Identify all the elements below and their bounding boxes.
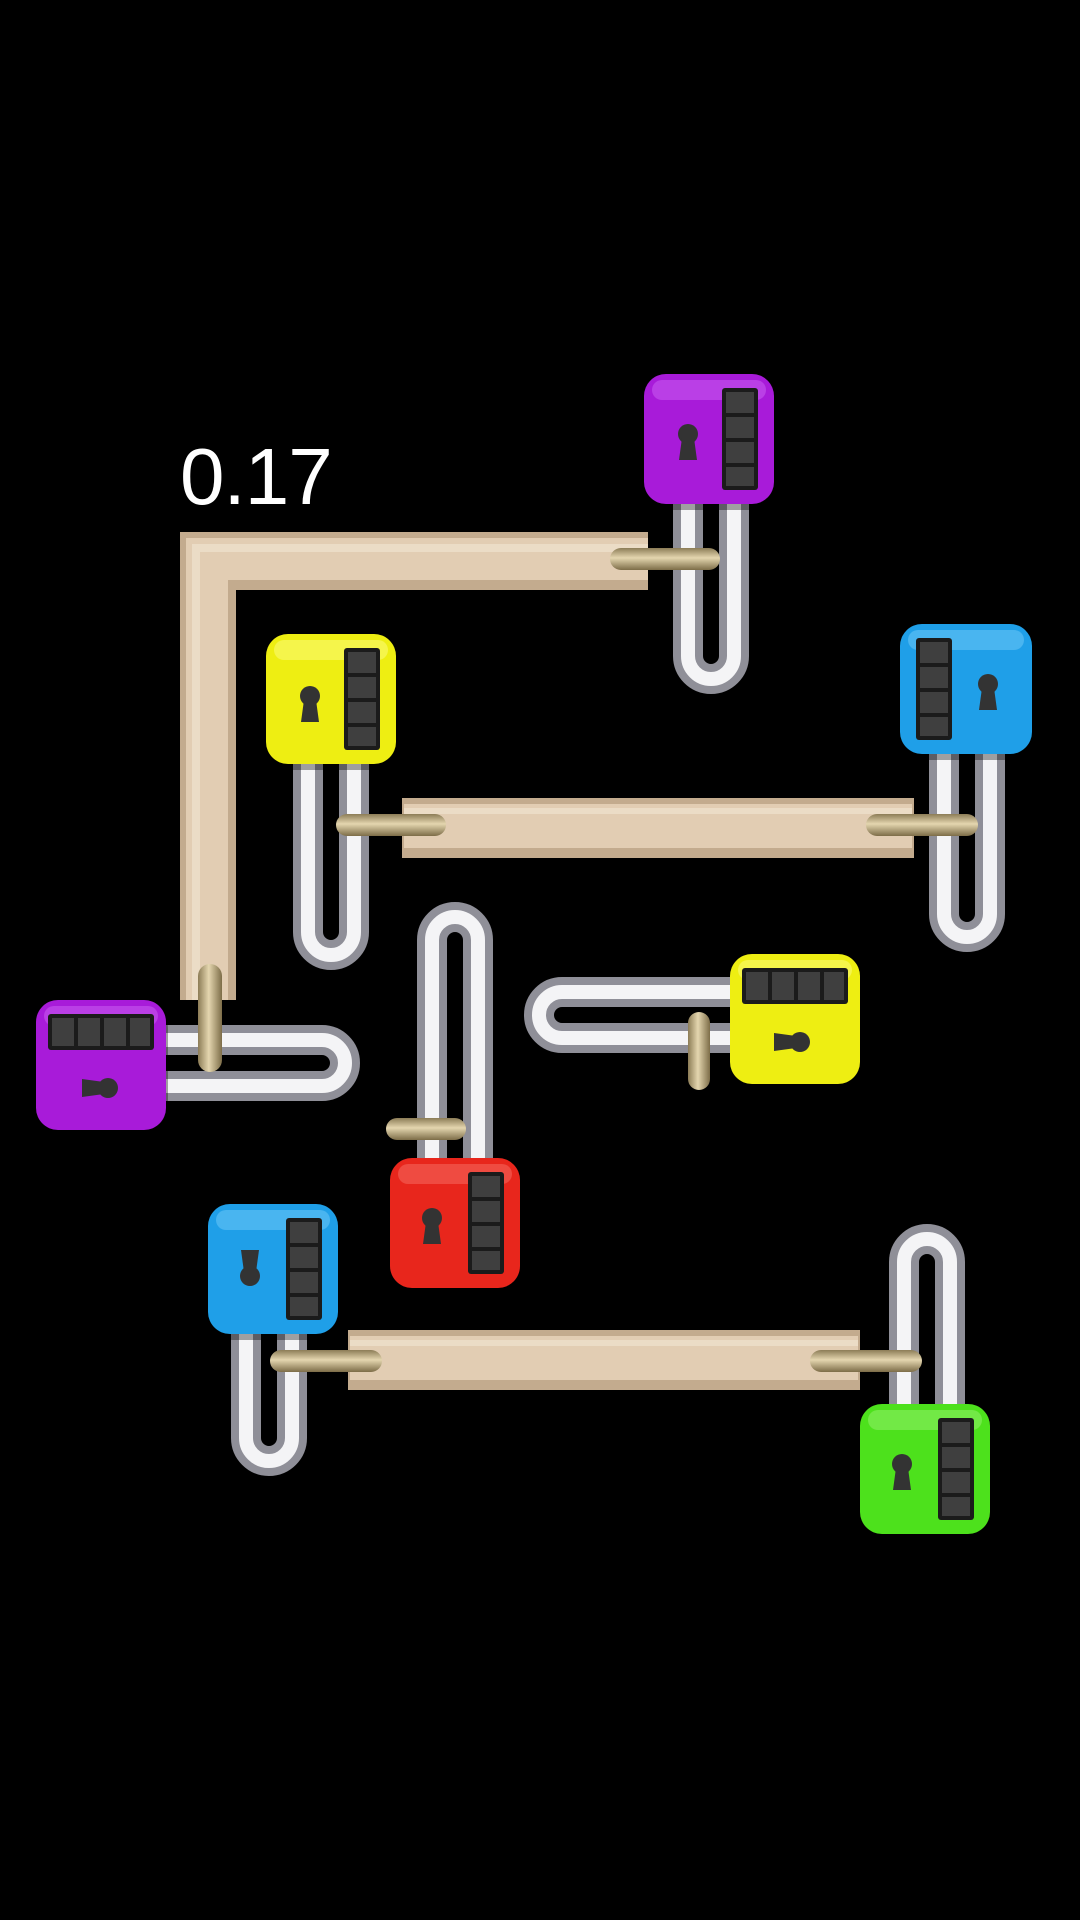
lock-blue-right[interactable] <box>900 624 1034 760</box>
keyhole-icon <box>774 1032 810 1052</box>
lock-purple-top[interactable] <box>644 374 776 510</box>
shackle-purple-left <box>165 1025 360 1101</box>
rod-blue-right <box>866 814 978 836</box>
keyhole-icon <box>678 424 698 460</box>
lock-purple-left[interactable] <box>36 1000 168 1136</box>
lock-green-bottom[interactable] <box>860 1404 992 1540</box>
l-shaped-plank[interactable] <box>180 532 648 1000</box>
lock-yellow-left[interactable] <box>266 634 398 770</box>
shackles <box>165 500 1005 1476</box>
keyhole-icon <box>422 1208 442 1244</box>
connector-rods <box>198 548 978 1372</box>
keyhole-icon <box>82 1078 118 1098</box>
shackle-purple-top <box>673 500 749 694</box>
middle-plank[interactable] <box>402 798 914 858</box>
rod-purple-top <box>610 548 720 570</box>
rod-blue-bottom <box>270 1350 382 1372</box>
shackle-green-bottom <box>889 1224 965 1408</box>
bottom-plank[interactable] <box>348 1330 860 1390</box>
shackle-red-center <box>417 902 493 1164</box>
keyhole-icon <box>892 1454 912 1490</box>
rod-red-center <box>386 1118 466 1140</box>
keyhole-icon <box>300 686 320 722</box>
timer-display: 0.17 <box>180 432 333 521</box>
keyhole-icon <box>978 674 998 710</box>
shackle-yellow-left <box>293 760 369 970</box>
shackle-blue-right <box>929 752 1005 952</box>
rod-green-bottom <box>810 1350 922 1372</box>
shackle-blue-bottom <box>231 1330 307 1476</box>
keyhole-icon <box>240 1250 260 1286</box>
lock-red-center[interactable] <box>390 1158 522 1294</box>
shackle-yellow-mid <box>524 977 735 1053</box>
rod-purple-left <box>198 964 222 1072</box>
rod-yellow-mid <box>688 1012 710 1090</box>
lock-blue-bottom[interactable] <box>208 1204 340 1340</box>
lock-yellow-mid[interactable] <box>730 954 862 1090</box>
rod-yellow-left <box>336 814 446 836</box>
